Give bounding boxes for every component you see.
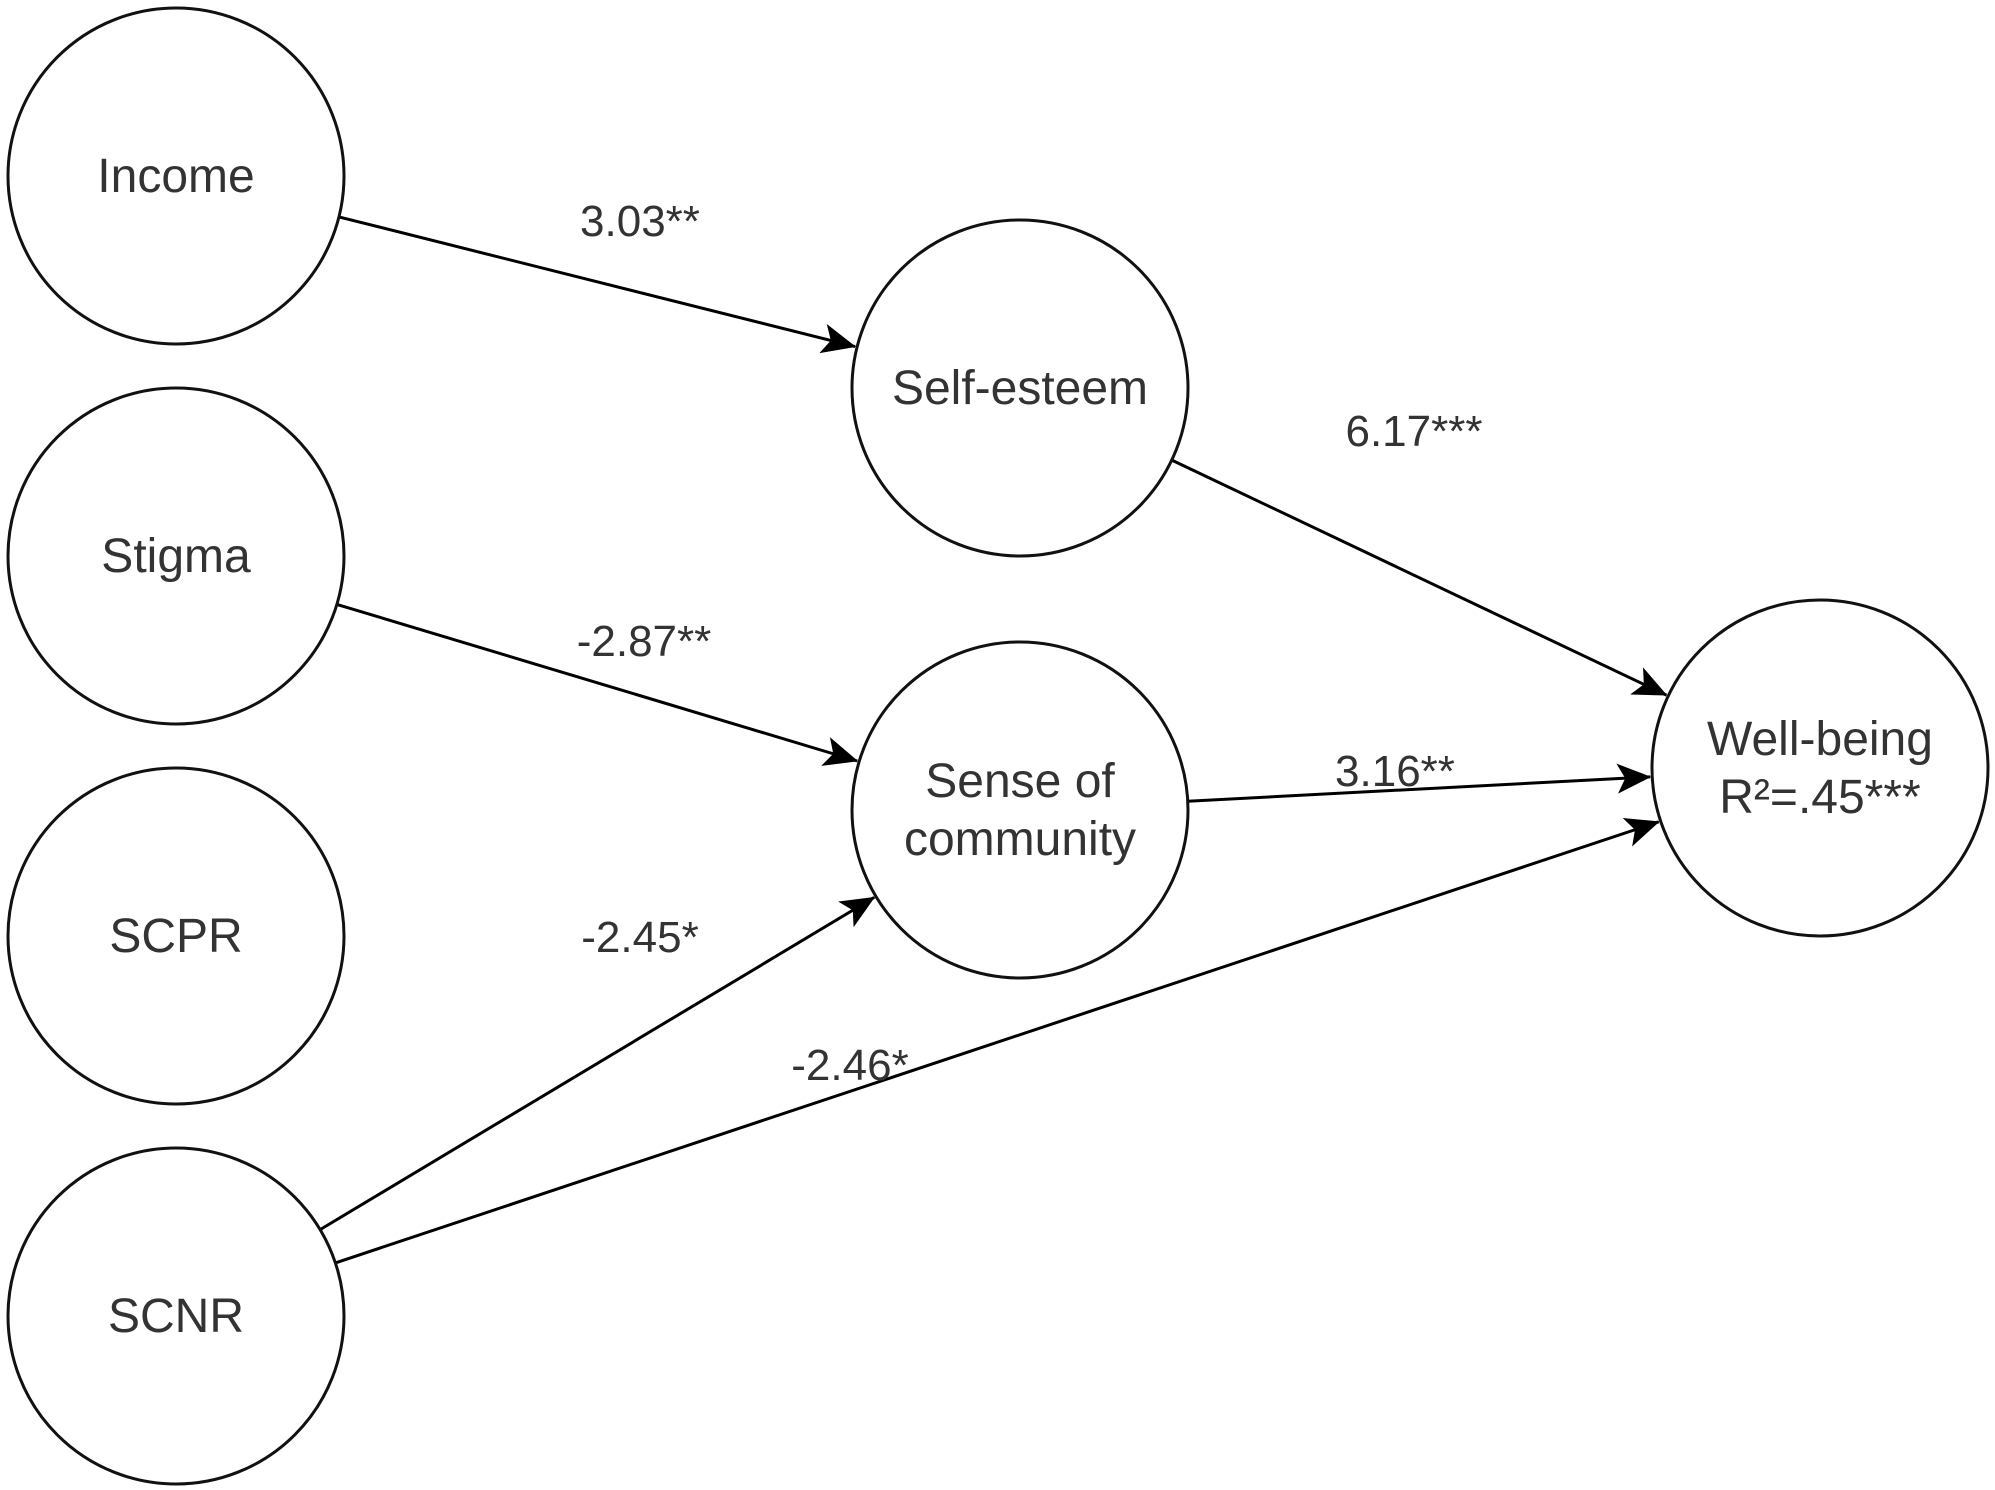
node-circle [6, 6, 346, 346]
node-scnr: SCNR [6, 1146, 346, 1486]
node-label: Stigma [101, 530, 251, 583]
node-label: Self-esteem [892, 362, 1148, 415]
node-circle [1650, 598, 1990, 938]
node-scpr: SCPR [6, 766, 346, 1106]
node-circle [6, 766, 346, 1106]
node-self-esteem: Self-esteem [850, 218, 1190, 558]
arrow-line [336, 602, 859, 766]
coefficient-label: -2.45* [581, 913, 698, 962]
arrow-line [1171, 458, 1668, 697]
coefficient-label: -2.46* [791, 1041, 908, 1090]
node-label: community [904, 813, 1136, 866]
arrow-line [338, 215, 857, 354]
coefficient-label: 3.16** [1335, 747, 1455, 796]
node-circle [6, 1146, 346, 1486]
arrow-sense-of-community-to-well-being [1187, 763, 1652, 803]
coefficient-label: 3.03** [580, 197, 700, 246]
node-circle [850, 218, 1190, 558]
node-label: Well-being [1707, 713, 1933, 766]
arrow-self-esteem-to-well-being [1171, 458, 1668, 697]
arrow-scnr-to-well-being [334, 818, 1660, 1265]
arrow-stigma-to-sense-of-community [336, 602, 859, 766]
coefficient-label: -2.87** [577, 617, 712, 666]
node-label: R²=.45*** [1719, 771, 1920, 824]
arrow-scnr-to-sense-of-community [319, 896, 876, 1231]
node-label: Sense of [925, 755, 1115, 808]
node-label: Income [97, 150, 254, 203]
coefficient-label: 6.17*** [1345, 407, 1482, 456]
node-label: SCPR [109, 910, 242, 963]
node-stigma: Stigma [6, 386, 346, 726]
arrow-line [1187, 763, 1652, 803]
arrow-line [319, 896, 876, 1231]
node-circle [6, 386, 346, 726]
node-income: Income [6, 6, 346, 346]
node-circle [850, 640, 1190, 980]
arrow-income-to-self-esteem [338, 215, 857, 354]
node-label: SCNR [108, 1290, 244, 1343]
arrow-line [334, 818, 1660, 1265]
